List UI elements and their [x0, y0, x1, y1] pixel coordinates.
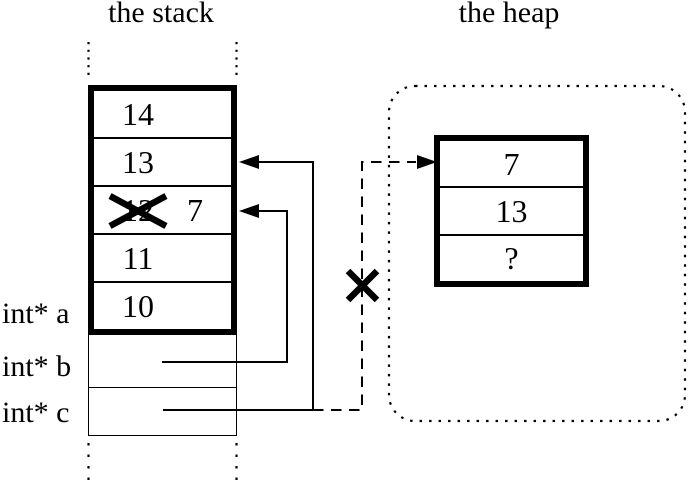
stack-cell-13: 13	[94, 139, 231, 187]
stack-cell-overwritten: 12 7	[94, 187, 231, 235]
stack-cell-14: 14	[94, 91, 231, 139]
stack-cell-pointer-c	[89, 388, 236, 435]
stack-cell-pointer-b	[89, 335, 236, 388]
stack-pointer-cells	[88, 335, 237, 436]
label-int-b: int* b	[2, 350, 72, 383]
stack-cell-value: 10	[122, 288, 154, 324]
heap-block-box: 7 13 ?	[434, 135, 589, 287]
heap-cell-0: 7	[440, 141, 583, 189]
label-int-a: int* a	[2, 297, 70, 330]
stack-section-title: the stack	[108, 0, 214, 29]
heap-cell-value: 7	[503, 145, 520, 182]
heap-cell-1: 13	[440, 188, 583, 236]
stack-cell-old-value: 12	[122, 192, 154, 228]
cross-out-heap-pointer-x-icon	[345, 268, 380, 303]
stack-frame-box: 14 13 12 7 11 10	[88, 85, 237, 335]
stack-cell-value: 13	[122, 144, 154, 180]
stack-cell-11: 11	[94, 235, 231, 283]
pointer-c-arrowhead-icon	[239, 155, 259, 169]
dangling-pointer-dashed-line	[313, 161, 416, 411]
stack-cell-value: 11	[122, 240, 154, 276]
heap-cell-value: ?	[504, 240, 519, 277]
heap-section-title: the heap	[458, 0, 560, 29]
heap-cell-value: 13	[495, 192, 528, 229]
stack-cell-10: 10	[94, 283, 231, 329]
heap-cell-2: ?	[440, 236, 583, 281]
label-int-c: int* c	[2, 396, 70, 429]
stack-cell-value: 14	[122, 96, 154, 132]
stack-cell-new-value: 7	[187, 192, 203, 228]
pointer-b-arrowhead-icon	[239, 204, 259, 218]
